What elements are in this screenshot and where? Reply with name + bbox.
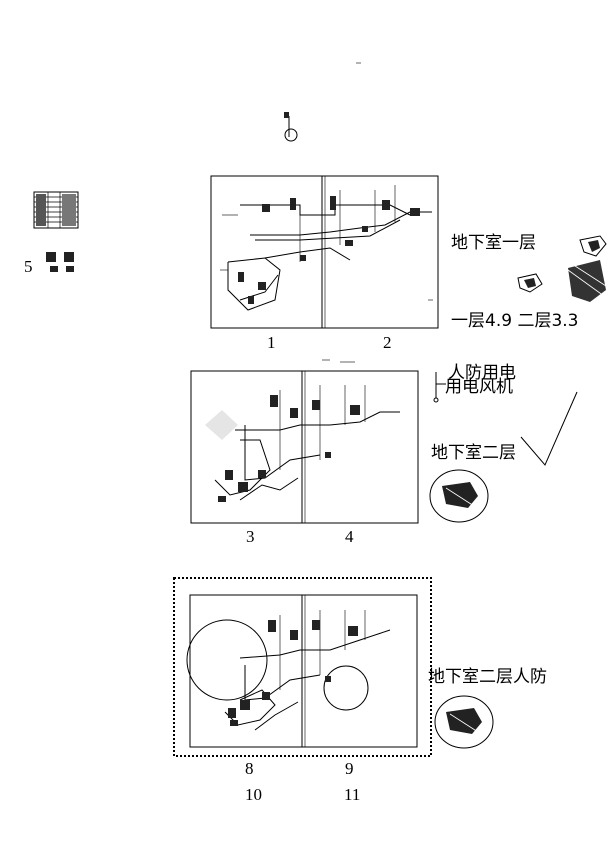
sheet-3-frame	[189, 594, 418, 748]
sheet-3-pipe-network	[224, 610, 391, 731]
sheet-2-pipe-network	[214, 359, 400, 502]
sheet-2	[190, 359, 419, 524]
label-basement-2-defense: 地下室二层人防	[428, 667, 547, 687]
sheet-3-left-number: 8	[245, 759, 254, 778]
bottom-number-left: 10	[245, 785, 262, 804]
label-basement-1: 地下室一层	[451, 233, 536, 253]
circled-symbol-basement-2-defense	[434, 695, 494, 749]
sheet-3-right-number: 9	[345, 759, 354, 778]
sheet-2-right-number: 4	[345, 527, 354, 546]
circled-symbol-basement-2	[429, 469, 489, 523]
check-mark	[520, 391, 578, 466]
sheet-3	[173, 577, 432, 757]
pump-symbol-1	[579, 235, 607, 257]
sheet-1	[210, 175, 439, 329]
left-block-number: 5	[24, 257, 33, 276]
label-floor-heights: 一层4.9 二层3.3	[451, 311, 578, 331]
sheet-1-pipe-network	[220, 185, 433, 311]
sheet-2-left-number: 3	[246, 527, 255, 546]
coverage-circle-right	[323, 665, 369, 711]
legend-block	[33, 191, 79, 229]
bottom-number-right: 11	[344, 785, 360, 804]
coverage-circle-left	[186, 619, 268, 701]
watermark	[205, 410, 238, 440]
sheet-2-frame	[190, 370, 419, 524]
sheet-1-left-number: 1	[267, 333, 276, 352]
hatched-equipment-block	[567, 260, 607, 302]
sheet-1-right-number: 2	[383, 333, 392, 352]
pump-symbol-2	[517, 273, 543, 293]
legend-symbols	[46, 252, 74, 272]
sheet-1-frame	[210, 175, 439, 329]
label-civil-defense-elec: 人防用电	[448, 363, 516, 383]
fan-bracket	[433, 372, 446, 403]
sheet-3-outer-frame	[173, 577, 432, 757]
label-fan-elec: 用电风机	[445, 377, 513, 397]
label-basement-2: 地下室二层	[431, 443, 516, 463]
north-symbol	[284, 112, 298, 142]
